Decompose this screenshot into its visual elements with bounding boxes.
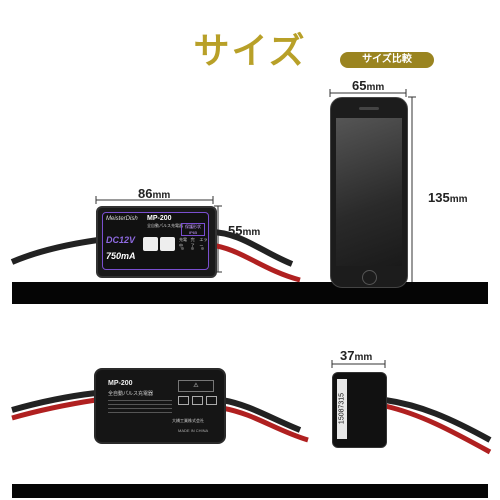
charger-front-panel: MeisterDish MP-200 全自動パルス充電器 保護形状 IP65 D… [102,212,209,270]
charger-icons [143,237,177,253]
back-maker: 大橋工業株式会社 [172,418,204,423]
charger-subtitle: 全自動パルス充電器 [147,223,183,228]
dim-value: 37 [340,348,355,363]
dim-value: 135 [428,190,450,205]
cert-icon [178,396,189,405]
charger-front: MeisterDish MP-200 全自動パルス充電器 保護形状 IP65 D… [96,206,217,278]
dim-unit: mm [152,190,171,201]
bottom-shelf [12,484,488,498]
side-label: 15087315 [337,379,347,439]
battery-icon [143,237,158,251]
back-subtitle: 全自動パルス充電器 [108,391,154,397]
back-model: MP-200 [108,380,133,387]
dim-unit: mm [242,227,261,238]
warning-icon: ⚠ [178,380,214,392]
charger-spec-box: 保護形状 IP65 [181,223,205,236]
indicator-charging: 充電中 [179,237,187,248]
phone-width-label: 65mm [352,78,384,93]
indicator-leds [181,247,204,250]
phone-screen [336,118,402,266]
side-label-text: 15087315 [338,392,346,425]
cert-icon [192,396,203,405]
charger-depth-label: 37mm [340,348,372,363]
phone-speaker [359,107,379,110]
indicator-complete: 完了 [190,237,195,248]
charger-back: MP-200 全自動パルス充電器 ⚠ 大橋工業株式会社 MADE IN CHIN… [94,368,226,444]
charger-current: 750mA [106,251,136,261]
charger-voltage: DC12V [106,235,136,245]
motorcycle-icon [160,237,175,251]
back-spec-lines [108,400,172,413]
charger-model: MP-200 [147,215,172,222]
indicator-row: 充電中 完了 エラー [179,237,208,249]
indicator-error: エラー [199,237,208,248]
phone-home-button [362,270,377,285]
page-title: サイズ [193,30,307,71]
dim-unit: mm [449,194,468,205]
led-icon [201,247,204,250]
size-compare-badge: サイズ比較 [340,52,434,68]
certification-icons [178,396,217,405]
dim-unit: mm [354,352,373,363]
dim-unit: mm [366,82,385,93]
phone-height-label: 135mm [428,190,468,205]
back-origin: MADE IN CHINA [178,428,209,433]
charger-brand: MeisterDish [106,216,138,222]
charger-side: 15087315 [332,372,387,448]
smartphone [330,97,408,288]
led-icon [181,247,184,250]
charger-width-label: 86mm [138,186,170,201]
dim-value: 65 [352,78,367,93]
cert-icon [206,396,217,405]
dim-value: 86 [138,186,153,201]
led-icon [191,247,194,250]
